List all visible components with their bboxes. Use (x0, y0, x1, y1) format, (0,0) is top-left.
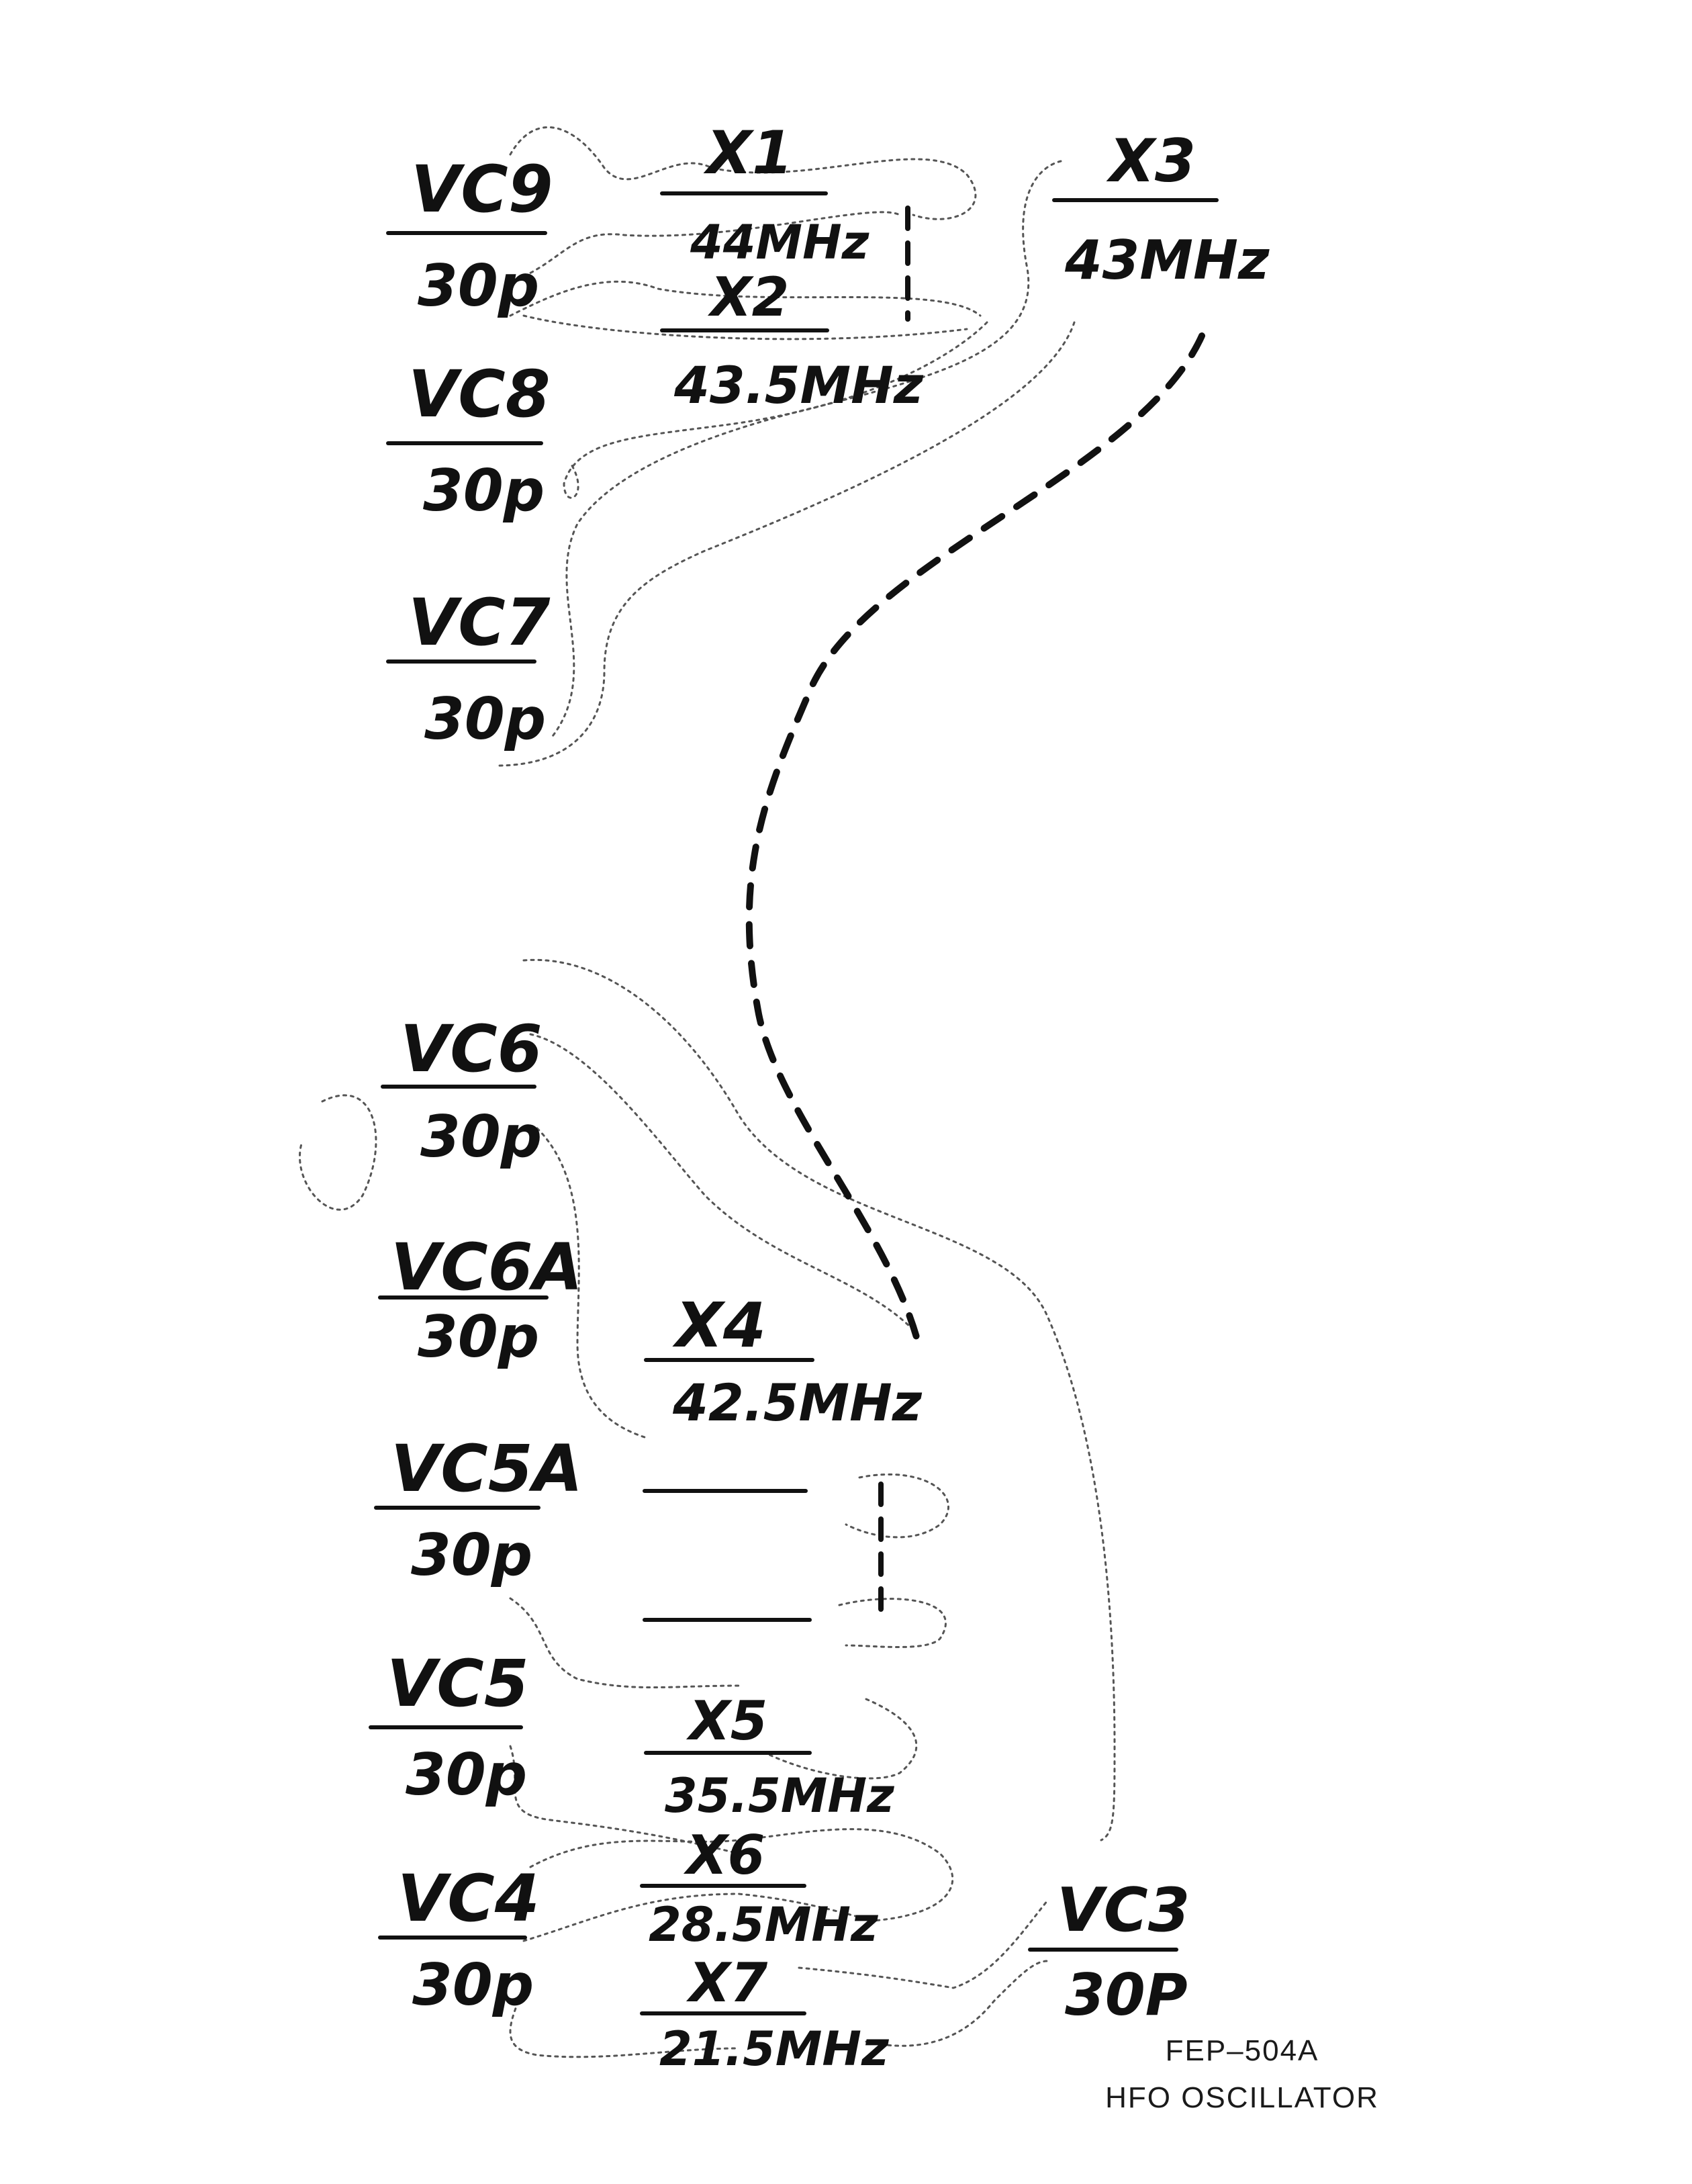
x6-freq: 28.5MHz (649, 1897, 879, 1952)
x5-label: X5 35.5MHz (644, 1690, 895, 1823)
x4-label: X4 42.5MHz (644, 1289, 923, 1432)
vc3-value: 30P (1065, 1962, 1188, 2029)
vc5a-name: VC5A (391, 1431, 583, 1506)
x6-label: X6 28.5MHz (640, 1824, 879, 1952)
wire-traces (298, 126, 1116, 2058)
vc3-label: VC3 30P (1028, 1875, 1190, 2029)
vc6a-label: VC6A 30p (378, 1230, 583, 1371)
vc4-label: VC4 30p (378, 1861, 540, 2019)
x1-freq: 44MHz (690, 215, 870, 270)
vc5a-value: 30p (411, 1522, 532, 1589)
x7-name: X7 (686, 1952, 768, 2014)
x2-label: X2 43.5MHz (660, 266, 924, 415)
vc7-name: VC7 (408, 585, 551, 660)
x2-name: X2 (707, 266, 789, 328)
gang-coupling-line (745, 332, 1205, 1353)
x1-label: X1 44MHz (660, 118, 870, 270)
vc6-label: VC6 30p (381, 1011, 543, 1171)
vc7-value: 30p (424, 686, 546, 753)
vc7-label: VC7 30p (386, 585, 551, 753)
caption-title: HFO OSCILLATOR (1105, 2081, 1379, 2114)
vc5a-label: VC5A 30p (374, 1431, 583, 1589)
x3-freq: 43MHz (1064, 229, 1270, 291)
vc9-name: VC9 (411, 152, 553, 227)
vc6a-name: VC6A (391, 1230, 583, 1305)
x7-label: X7 21.5MHz (640, 1952, 890, 2077)
vc5-value: 30p (406, 1741, 527, 1809)
vc6-name: VC6 (400, 1011, 543, 1087)
vc9-label: VC9 30p (386, 152, 553, 320)
x3-name: X3 (1106, 126, 1196, 195)
vc8-name: VC8 (408, 357, 551, 432)
vc9-value: 30p (418, 253, 539, 320)
x1-name: X1 (703, 118, 793, 187)
x2-freq: 43.5MHz (673, 355, 924, 415)
x4-freq: 42.5MHz (672, 1373, 923, 1432)
vc6-value: 30p (420, 1103, 542, 1171)
vc8-value: 30p (423, 457, 545, 525)
x3-label: X3 43MHz (1052, 126, 1270, 291)
figure-caption: FEP–504A HFO OSCILLATOR (1105, 2034, 1379, 2114)
vc4-value: 30p (412, 1952, 534, 2019)
vc8-label: VC8 30p (386, 357, 551, 525)
caption-model: FEP–504A (1166, 2034, 1319, 2067)
x4-name: X4 (672, 1289, 766, 1361)
vc3-name: VC3 (1057, 1875, 1190, 1946)
vc4-name: VC4 (397, 1861, 540, 1936)
x5-name: X5 (686, 1690, 767, 1752)
x7-freq: 21.5MHz (659, 2021, 890, 2077)
x5-freq: 35.5MHz (665, 1768, 895, 1823)
vc5-name: VC5 (387, 1646, 529, 1721)
vc5-label: VC5 30p (369, 1646, 529, 1809)
vc6a-value: 30p (418, 1304, 539, 1371)
x6-name: X6 (683, 1824, 765, 1886)
